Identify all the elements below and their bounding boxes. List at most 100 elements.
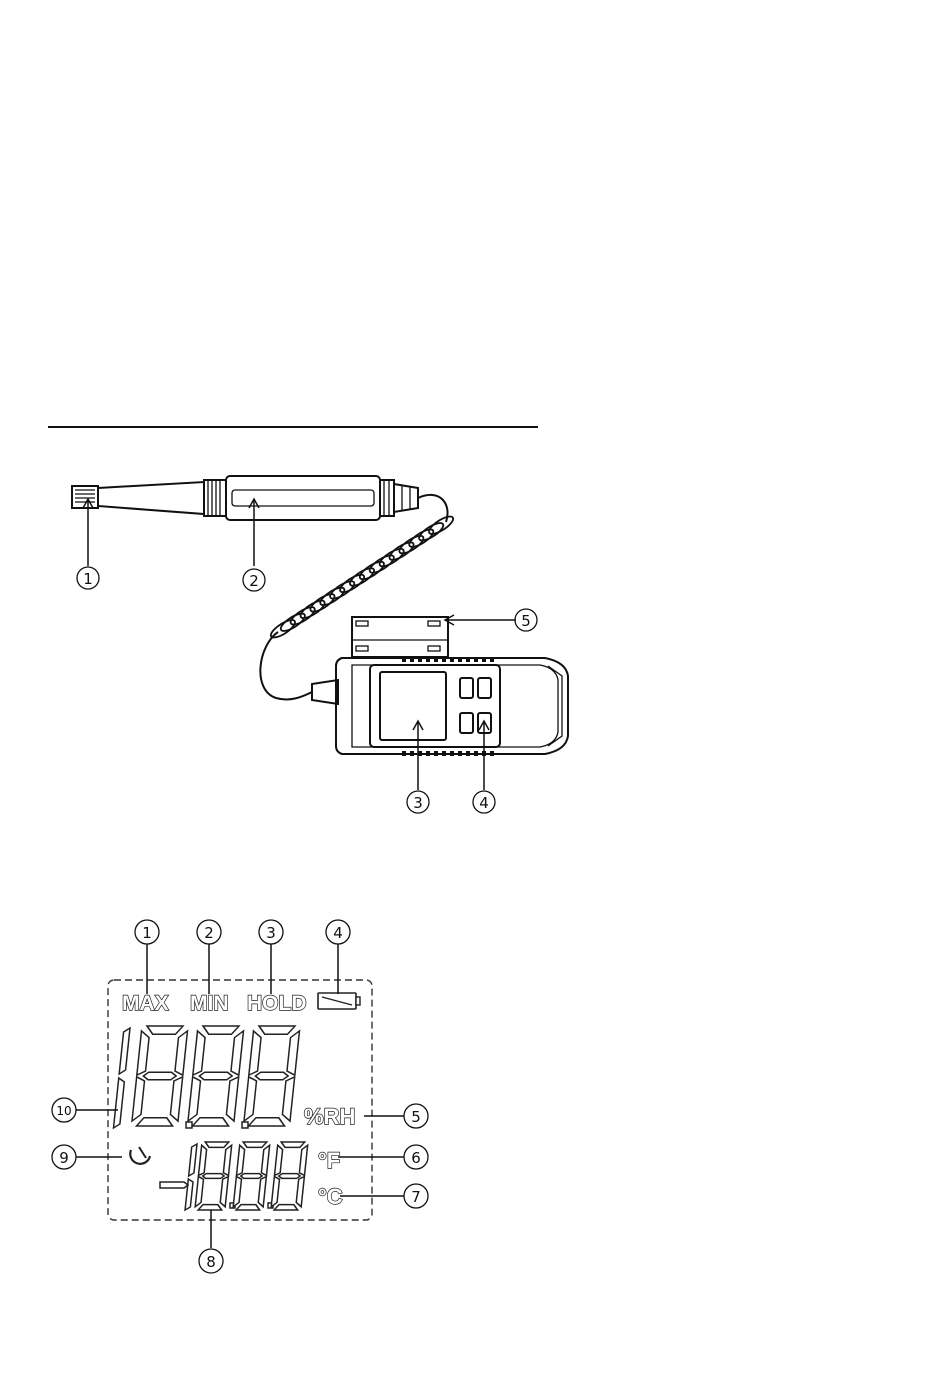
lcd-segment: [202, 1026, 239, 1034]
svg-text:1: 1: [142, 924, 152, 942]
lcd-label-celsius: °C: [318, 1184, 343, 1209]
vent-slot: [434, 751, 438, 756]
lcd-decimal-point: [242, 1122, 248, 1128]
vent-slot: [466, 751, 470, 756]
lcd-digit: [271, 1142, 308, 1210]
lcd-segment: [282, 1077, 295, 1121]
lcd-segment: [143, 1072, 177, 1079]
lcd-callouts: 1 2 3 4 5 6 7 8 9 10: [52, 920, 428, 1273]
lcd-callout-7: 7: [404, 1184, 428, 1208]
callout-2: 2: [243, 569, 265, 591]
lcd-callout-1: 1: [135, 920, 159, 944]
lcd-segment: [258, 1177, 267, 1207]
vent-slot: [490, 657, 494, 662]
svg-text:2: 2: [204, 924, 214, 942]
vent-slot: [434, 657, 438, 662]
lcd-segment: [132, 1077, 145, 1121]
auto-power-off-icon: [130, 1147, 150, 1164]
svg-text:7: 7: [411, 1188, 421, 1206]
lcd-segment: [287, 1031, 300, 1075]
lcd-segment: [202, 1174, 224, 1179]
svg-text:3: 3: [266, 924, 276, 942]
meter-button-1: [460, 678, 473, 698]
lcd-segment: [274, 1205, 298, 1210]
lcd-segment: [226, 1077, 239, 1121]
lcd-segment: [175, 1031, 188, 1075]
lcd-callout-10: 10: [52, 1098, 76, 1122]
vent-slot: [442, 751, 446, 756]
lcd-segment: [188, 1077, 201, 1121]
vent-slot: [410, 657, 414, 662]
lcd-label-rh: %RH: [304, 1104, 355, 1129]
vent-slot: [418, 657, 422, 662]
lcd-digit: [233, 1142, 270, 1210]
lcd-label-min: MIN: [190, 992, 229, 1015]
vent-slot: [402, 657, 406, 662]
vent-slot: [474, 657, 478, 662]
svg-text:6: 6: [411, 1149, 421, 1167]
lcd-segment: [195, 1177, 204, 1207]
lcd-segment: [192, 1118, 229, 1126]
lcd-label-fahrenheit: °F: [318, 1148, 340, 1173]
probe-shaft: [98, 482, 204, 514]
probe-handle: [226, 476, 418, 520]
lcd-callout-4: 4: [326, 920, 350, 944]
lcd-segment: [243, 1142, 267, 1147]
lcd-segment: [299, 1145, 308, 1175]
lcd-callout-9: 9: [52, 1145, 76, 1169]
lcd-segment: [198, 1205, 222, 1210]
cable-connector: [312, 680, 338, 704]
meter-button-2: [478, 678, 491, 698]
svg-text:9: 9: [59, 1149, 69, 1167]
lcd-segment: [170, 1077, 183, 1121]
lcd-callout-6: 6: [404, 1145, 428, 1169]
lcd-callout-3: 3: [259, 920, 283, 944]
lcd-diagram: MAX MIN HOLD %RH °F °C: [52, 920, 428, 1273]
lcd-segment: [258, 1026, 295, 1034]
vent-slot: [402, 751, 406, 756]
meter-body: [336, 617, 568, 756]
vent-slot: [482, 657, 486, 662]
lcd-segment: [249, 1031, 262, 1075]
lcd-digit: [131, 1026, 188, 1126]
callout-1: 1: [77, 567, 99, 589]
svg-text:2: 2: [249, 572, 259, 590]
humidity-digits: [113, 1026, 300, 1128]
lcd-segment: [136, 1118, 173, 1126]
vent-slot: [426, 657, 430, 662]
callout-4: 4: [473, 791, 495, 813]
battery-icon: [318, 993, 360, 1009]
svg-text:5: 5: [411, 1108, 421, 1126]
lcd-segment: [137, 1031, 150, 1075]
lcd-label-hold: HOLD: [247, 992, 307, 1015]
vent-slot: [450, 657, 454, 662]
lcd-segment: [199, 1072, 233, 1079]
lcd-segment: [189, 1144, 197, 1176]
svg-text:4: 4: [333, 924, 343, 942]
vent-slot: [490, 751, 494, 756]
lcd-segment: [281, 1142, 305, 1147]
lcd-segment: [296, 1177, 305, 1207]
lcd-segment: [255, 1072, 289, 1079]
lcd-segment: [271, 1177, 280, 1207]
svg-text:1: 1: [83, 570, 93, 588]
lcd-segment: [193, 1031, 206, 1075]
lcd-digit: [243, 1026, 300, 1126]
vent-slot: [474, 751, 478, 756]
probe-grip-rings: [204, 480, 226, 516]
callout-3: 3: [407, 791, 429, 813]
lcd-segment: [113, 1078, 124, 1128]
lcd-segment: [198, 1145, 207, 1175]
lcd-callout-5: 5: [404, 1104, 428, 1128]
lcd-segment: [233, 1177, 242, 1207]
lcd-segment: [220, 1177, 229, 1207]
minus-sign: [160, 1182, 188, 1188]
lcd-leading-one: [113, 1028, 130, 1128]
vent-slot: [410, 751, 414, 756]
lcd-segment: [146, 1026, 183, 1034]
lcd-segment: [119, 1028, 130, 1074]
meter-button-3: [460, 713, 473, 733]
device-diagram: 1 2 5 3 4: [72, 476, 568, 813]
